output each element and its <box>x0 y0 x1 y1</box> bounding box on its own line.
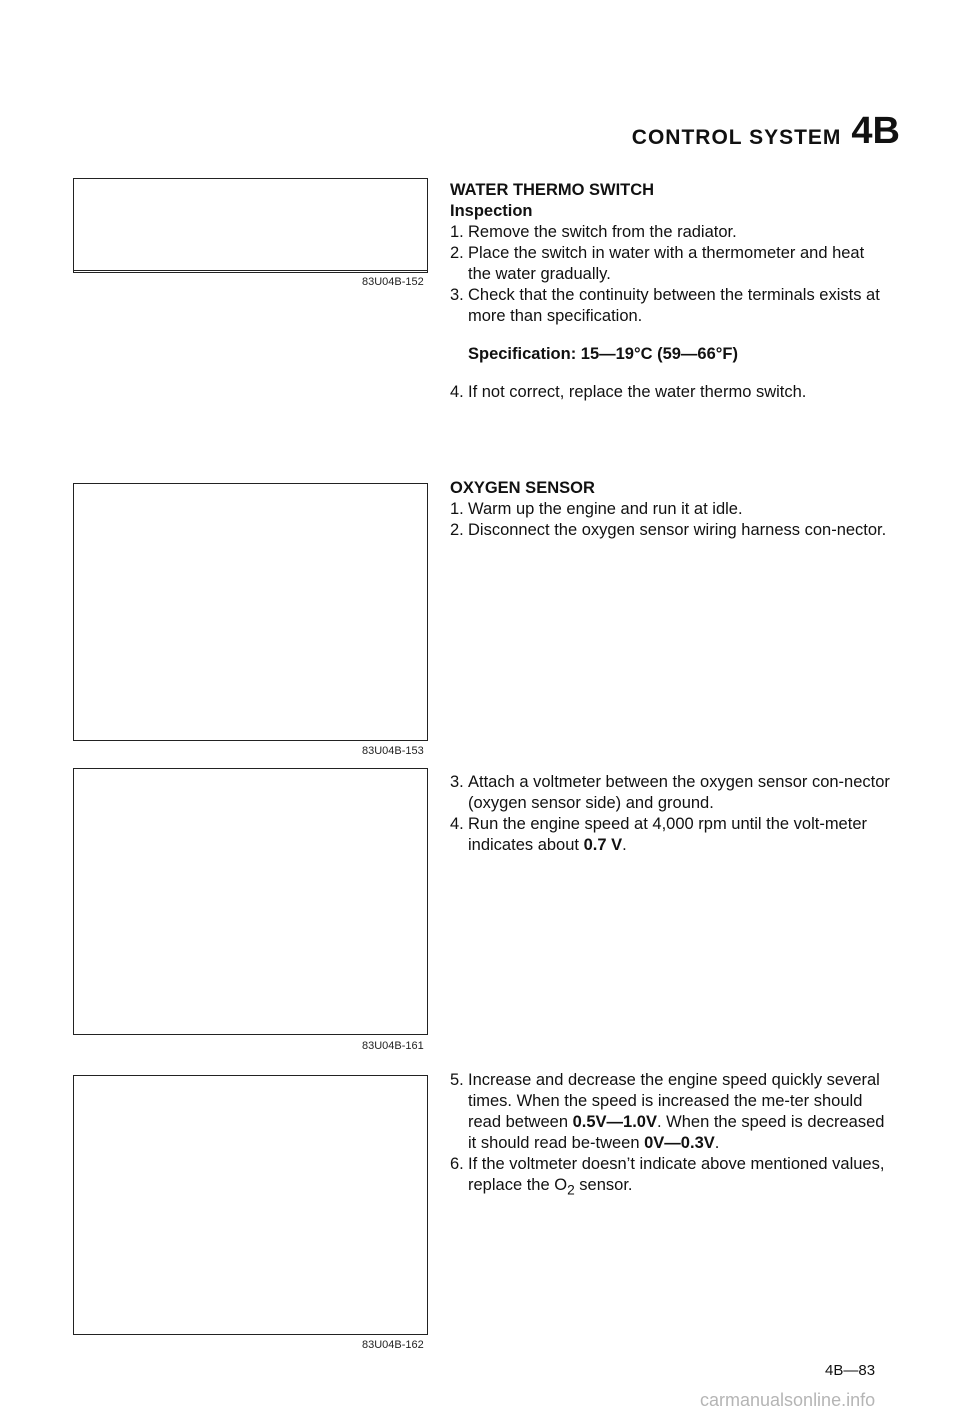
water-thermo-section: WATER THERMO SWITCH Inspection 1.Remove … <box>450 180 890 403</box>
step-text-part: . When the speed is decreased it should … <box>468 1113 885 1152</box>
step-text: Increase and decrease the engine speed q… <box>468 1070 890 1154</box>
water-thermo-steps: 1.Remove the switch from the radiator. 2… <box>450 222 890 327</box>
step-text: Check that the continuity between the te… <box>468 286 880 325</box>
step-text: If the voltmeter doesn’t indicate above … <box>468 1154 890 1200</box>
figure-voltmeter <box>73 768 428 1035</box>
list-item: 1.Warm up the engine and run it at idle. <box>450 499 890 520</box>
water-thermo-subtitle: Inspection <box>450 202 533 220</box>
step-number: 3. <box>450 773 464 791</box>
water-thermo-title: WATER THERMO SWITCH <box>450 181 655 199</box>
oxygen-sensor-title: OXYGEN SENSOR <box>450 479 595 497</box>
step-number: 6. <box>450 1155 464 1173</box>
list-item: 6.If the voltmeter doesn’t indicate abov… <box>450 1154 890 1200</box>
step-text: If not correct, replace the water thermo… <box>468 383 807 401</box>
step-number: 2. <box>450 521 464 539</box>
specification: Specification: 15—19°C (59—66°F) <box>468 345 738 363</box>
step-number: 1. <box>450 500 464 518</box>
step-number: 4. <box>450 815 464 833</box>
step-text: Remove the switch from the radiator. <box>468 223 737 241</box>
step-number: 3. <box>450 286 464 304</box>
list-item: 2.Disconnect the oxygen sensor wiring ha… <box>450 520 890 541</box>
water-thermo-steps-b: 4.If not correct, replace the water ther… <box>450 382 890 403</box>
section-code: 4B <box>851 110 900 152</box>
step-text-part: If the voltmeter doesn’t indicate above … <box>468 1155 885 1194</box>
watermark: carmanualsonline.info <box>700 1390 876 1410</box>
oxygen-steps-c: 5.Increase and decrease the engine speed… <box>450 1070 890 1200</box>
step-text: Disconnect the oxygen sensor wiring harn… <box>468 521 887 539</box>
list-item: 2.Place the switch in water with a therm… <box>450 243 890 285</box>
figure-thermo-switch <box>73 178 428 271</box>
oxygen-sensor-section: OXYGEN SENSOR 1.Warm up the engine and r… <box>450 478 890 541</box>
step-text-part: sensor. <box>574 1176 633 1194</box>
page-number: 4B—83 <box>825 1362 876 1379</box>
list-item: 5.Increase and decrease the engine speed… <box>450 1070 890 1154</box>
step-number: 5. <box>450 1071 464 1089</box>
figure-id-2: 83U04B-153 <box>362 745 424 757</box>
section-title: CONTROL SYSTEM <box>631 126 842 149</box>
step-text: Run the engine speed at 4,000 rpm until … <box>468 814 890 856</box>
figure-id-4: 83U04B-162 <box>362 1339 424 1351</box>
step-text: Place the switch in water with a thermom… <box>468 244 865 283</box>
voltage-range: 0V—0.3V <box>644 1134 715 1152</box>
step-text-part: . <box>714 1134 720 1152</box>
list-item: 4.Run the engine speed at 4,000 rpm unti… <box>450 814 890 856</box>
list-item: 3.Check that the continuity between the … <box>450 285 890 327</box>
page-header: CONTROL SYSTEM 4B <box>560 100 900 150</box>
figure-engine-speed <box>73 1075 428 1335</box>
oxygen-steps-b-block: 3.Attach a voltmeter between the oxygen … <box>450 772 890 856</box>
step-text-part: . <box>622 836 627 854</box>
oxygen-steps-b: 3.Attach a voltmeter between the oxygen … <box>450 772 890 856</box>
oxygen-steps-c-block: 5.Increase and decrease the engine speed… <box>450 1070 890 1200</box>
list-item: 4.If not correct, replace the water ther… <box>450 382 890 403</box>
list-item: 3.Attach a voltmeter between the oxygen … <box>450 772 890 814</box>
oxygen-steps-a: 1.Warm up the engine and run it at idle.… <box>450 499 890 541</box>
step-text: Attach a voltmeter between the oxygen se… <box>468 773 890 812</box>
voltage-range: 0.5V—1.0V <box>572 1113 657 1131</box>
step-text-part: Run the engine speed at 4,000 rpm until … <box>468 815 867 854</box>
step-text: Warm up the engine and run it at idle. <box>468 500 743 518</box>
figure-oxygen-sensor <box>73 483 428 741</box>
subscript: 2 <box>567 1182 575 1198</box>
figure-id-3: 83U04B-161 <box>362 1040 424 1052</box>
step-text-part: Increase and decrease the engine speed q… <box>468 1071 880 1131</box>
step-number: 4. <box>450 383 464 401</box>
figure-id-1: 83U04B-152 <box>362 276 424 288</box>
voltage-value: 0.7 V <box>583 836 623 854</box>
list-item: 1.Remove the switch from the radiator. <box>450 222 890 243</box>
step-number: 2. <box>450 244 464 262</box>
step-number: 1. <box>450 223 464 241</box>
